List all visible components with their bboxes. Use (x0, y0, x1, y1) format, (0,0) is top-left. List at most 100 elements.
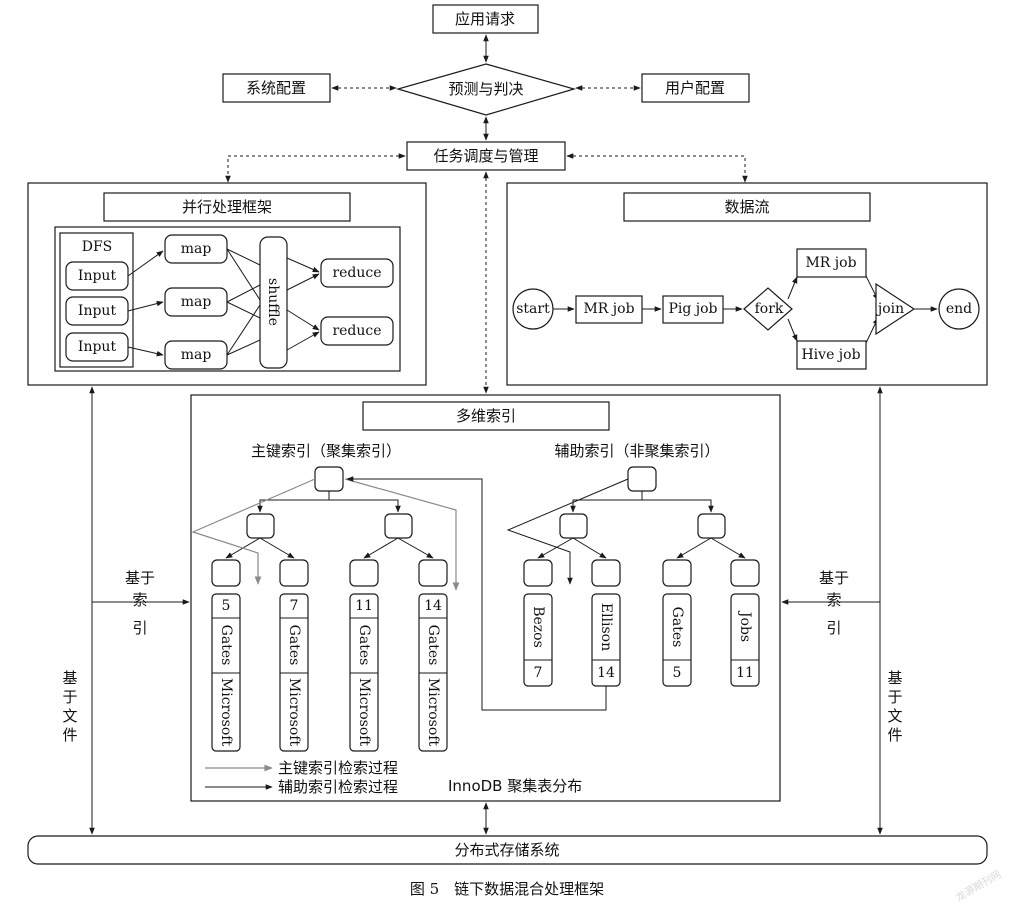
legend-secondary-label: 辅助索引检索过程 (278, 778, 398, 796)
right-file-label-3: 文 (887, 707, 902, 725)
fork-mr-arrow (787, 276, 798, 300)
primary-index-title: 主键索引（聚集索引） (251, 442, 401, 460)
mr-job-top-node (796, 248, 867, 278)
primary-mid-node-right (384, 513, 413, 539)
multidim-index-panel: 多维索引 主键索引（聚集索引） 辅助索引（非聚集索引） 5 Gates Micr… (190, 394, 781, 802)
primary-leaf-node-4 (418, 559, 448, 587)
fork-hive-arrow (787, 318, 798, 342)
primary-record-company: Microsoft (286, 678, 302, 747)
app-request-label: 应用请求 (455, 10, 515, 28)
left-index-label-3: 引 (132, 619, 147, 637)
shuffle-node (259, 236, 288, 369)
primary-record-company: Microsoft (425, 678, 441, 747)
input-node-2 (65, 296, 129, 326)
secondary-record-name: Gates (669, 607, 685, 648)
start-label: start (516, 301, 550, 317)
secondary-record-3: Gates 5 (662, 593, 692, 687)
primary-root-node (314, 466, 344, 492)
right-index-label-2: 索 (826, 591, 841, 609)
right-index-label-1: 基于 (819, 569, 849, 587)
secondary-root-node (627, 466, 657, 492)
input-label-1: Input (78, 268, 117, 284)
secondary-root-right-edge (642, 499, 714, 513)
primary-edge-3 (363, 537, 399, 559)
join-node (875, 282, 916, 336)
secondary-leaf-node-2 (591, 559, 621, 587)
primary-record-name: Gates (286, 625, 302, 666)
predict-diamond: 预测与判决 (395, 63, 577, 116)
left-index-label-2: 索 (132, 591, 147, 609)
mr-job-top-label: MR job (805, 255, 856, 271)
input-map-arrow-2 (127, 300, 164, 312)
secondary-edge-2 (572, 537, 607, 559)
secondary-record-key: 14 (597, 665, 615, 681)
map-label-1: map (181, 241, 212, 257)
reduce-node-2 (320, 316, 394, 346)
primary-record-id: 5 (222, 598, 231, 614)
end-label: end (946, 301, 972, 317)
secondary-record-name: Bezos (530, 606, 546, 648)
map-shuffle-line-2 (226, 248, 261, 301)
left-file-label-1: 基 (62, 669, 77, 687)
scheduler-parallel-link (225, 153, 406, 183)
secondary-to-primary-path (346, 476, 607, 711)
right-file-label-4: 件 (887, 726, 902, 744)
primary-mid-node-left (246, 513, 275, 539)
parallel-framework-panel: 并行处理框架 DFS Input Input Input map map map… (27, 182, 427, 386)
scheduler-box: 任务调度与管理 (406, 141, 566, 171)
primary-record-2: 7 Gates Microsoft (279, 593, 309, 752)
map-label-3: map (181, 347, 212, 363)
secondary-mid-node-left (559, 513, 588, 539)
input-label-2: Input (78, 303, 117, 319)
storage-box: 分布式存储系统 (27, 835, 988, 865)
right-file-label-2: 于 (887, 688, 902, 706)
primary-record-company: Microsoft (356, 678, 372, 747)
secondary-record-2: Ellison 14 (591, 593, 621, 687)
storage-label: 分布式存储系统 (454, 841, 559, 859)
map-shuffle-line-6 (226, 339, 261, 356)
primary-search-path-1 (191, 478, 316, 585)
index-title: 多维索引 (456, 407, 516, 425)
dataflow-panel: 数据流 start MR job Pig job fork MR job Hiv… (506, 182, 988, 386)
secondary-mid-node-right (697, 513, 726, 539)
innodb-label: InnoDB 聚集表分布 (448, 777, 582, 795)
primary-record-4: 14 Gates Microsoft (418, 593, 448, 752)
input-map-arrow-3 (127, 346, 164, 357)
shuffle-reduce-arrow-4 (286, 331, 320, 351)
primary-root-right-edge (329, 499, 401, 513)
right-index-label-3: 引 (826, 619, 841, 637)
secondary-record-key: 11 (736, 665, 754, 681)
primary-record-name: Gates (425, 625, 441, 666)
hive-job-label: Hive job (801, 347, 860, 363)
dfs-label: DFS (82, 239, 113, 255)
map-shuffle-line-1 (226, 248, 261, 266)
predict-label: 预测与判决 (448, 80, 523, 98)
pig-job-label: Pig job (668, 301, 717, 317)
user-config-label: 用户配置 (665, 79, 725, 97)
dataflow-title: 数据流 (724, 198, 769, 216)
shuffle-label: shuffle (265, 278, 281, 326)
secondary-search-path (506, 478, 629, 585)
map-shuffle-line-3 (226, 284, 261, 303)
secondary-root-left-edge (570, 491, 643, 513)
shuffle-reduce-arrow-1 (286, 257, 320, 273)
sys-config-label: 系统配置 (246, 79, 306, 97)
secondary-edge-4 (710, 537, 746, 559)
primary-record-1: 5 Gates Microsoft (211, 593, 241, 752)
reduce-label-1: reduce (332, 265, 381, 281)
secondary-index-title: 辅助索引（非聚集索引） (554, 442, 719, 460)
secondary-edge-3 (676, 537, 712, 559)
secondary-record-key: 7 (534, 665, 543, 681)
primary-root-left-edge (257, 491, 330, 513)
figure-caption: 图 5 链下数据混合处理框架 (410, 880, 604, 898)
input-map-arrow-1 (127, 250, 164, 277)
map-label-2: map (181, 294, 212, 310)
primary-record-company: Microsoft (218, 678, 234, 747)
watermark: 龙源期刊网 (953, 868, 1003, 904)
scheduler-dataflow-link (566, 153, 748, 183)
secondary-leaf-node-4 (730, 559, 760, 587)
legend-primary-label: 主键索引检索过程 (278, 759, 398, 777)
user-config-box: 用户配置 (641, 73, 750, 103)
hive-job-node (796, 340, 867, 370)
primary-record-id: 14 (424, 598, 442, 614)
